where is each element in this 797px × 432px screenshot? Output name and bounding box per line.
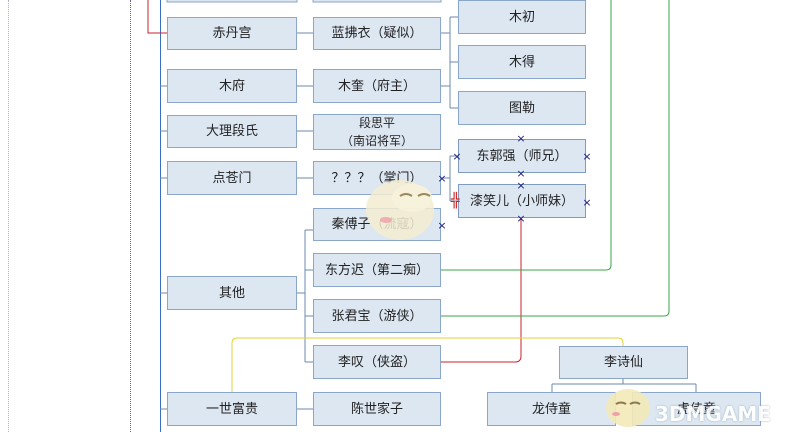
sub-node-muchu[interactable]: 木初 [458,0,586,34]
selection-handle-icon[interactable]: × [516,212,526,225]
category-node-yishi[interactable]: 一世富贵 [167,392,297,426]
category-label: 点苍门 [212,170,252,186]
watermark-mascot-icon [606,389,650,427]
category-node-dali[interactable]: 大理段氏 [167,115,297,148]
selection-handle-icon[interactable]: × [516,179,526,192]
guide-line-left [8,0,9,432]
node-label: 龙侍童 [531,401,571,417]
sub-node-mude[interactable]: 木得 [458,45,586,79]
category-label: 其他 [218,285,245,301]
sub-label: 木得 [508,54,535,70]
category-node-qita[interactable]: 其他 [167,276,297,310]
green-link-zhangjunbao [441,0,670,317]
yellow-link-yishi [231,337,624,392]
partial-node-top-left [166,0,298,3]
person-label: 张君宝（游侠） [331,308,423,324]
sub-node-qixiaoer[interactable]: 漆笑儿（小师妹） [458,184,586,218]
partial-node-top-right [312,0,442,3]
person-label: 陈世家子 [350,401,403,417]
selection-handle-icon[interactable]: × [452,150,462,163]
category-connectors [160,16,697,410]
mascot-icon [366,180,434,240]
guide-line-trunk [160,0,161,432]
move-cursor-icon: ╬ [451,193,460,209]
person-node-mukui[interactable]: 木奎（府主） [313,69,441,103]
selection-handle-icon[interactable]: × [516,167,526,180]
sub-node-tule[interactable]: 图勒 [458,91,586,125]
selection-handle-icon[interactable]: × [582,196,592,209]
person-title: （南诏将军） [340,134,413,148]
person-node-duansiping[interactable]: 段思平 （南诏将军） [313,114,441,150]
sub-node-dongguoqiang[interactable]: 东郭强（师兄） [458,139,586,173]
category-node-mufu[interactable]: 木府 [167,69,297,103]
person-name: 段思平 [358,116,395,130]
node-label: 李诗仙 [603,355,643,370]
sub-label: 漆笑儿（小师妹） [469,193,574,209]
green-link-dongfangchi [441,0,612,271]
red-link-chidan [147,0,167,34]
person-label: 木奎（府主） [337,78,416,94]
selection-handle-icon[interactable]: × [516,132,526,145]
red-link-litan [441,218,522,363]
category-node-diancang[interactable]: 点苍门 [167,161,297,195]
selection-handle-icon[interactable]: × [582,150,592,163]
node-longshitong[interactable]: 龙侍童 [487,392,616,426]
person-label: 蓝拂衣（疑似） [331,26,423,41]
person-node-dongfangchi[interactable]: 东方迟（第二痴） [313,253,441,287]
category-label: 一世富贵 [205,401,258,417]
node-lishixian[interactable]: 李诗仙 [559,346,688,379]
person-node-lanfuyi[interactable]: 蓝拂衣（疑似） [313,17,441,50]
person-node-chenshijiazi[interactable]: 陈世家子 [313,392,441,426]
sub-label: 木初 [508,9,535,25]
node-label: 虎侍童 [676,401,716,417]
node-hushitong[interactable]: 虎侍童 [632,392,761,426]
category-label: 木府 [218,78,245,94]
guide-line-middle [130,0,131,432]
category-node-chidan[interactable]: 赤丹宫 [167,17,297,50]
sub-label: 东郭强（师兄） [476,148,568,164]
person-label: 李叹（侠盗） [337,354,416,370]
selection-handle-icon[interactable]: × [437,172,447,185]
person-label: 东方迟（第二痴） [324,262,429,278]
category-label: 大理段氏 [205,124,258,139]
category-label: 赤丹宫 [212,26,252,41]
watermark-text: 3DMGAME [655,402,771,426]
person-node-zhangjunbao[interactable]: 张君宝（游侠） [313,299,441,333]
person-node-litan[interactable]: 李叹（侠盗） [313,345,441,379]
selection-handle-icon[interactable]: × [437,219,447,232]
sub-label: 图勒 [508,100,535,116]
